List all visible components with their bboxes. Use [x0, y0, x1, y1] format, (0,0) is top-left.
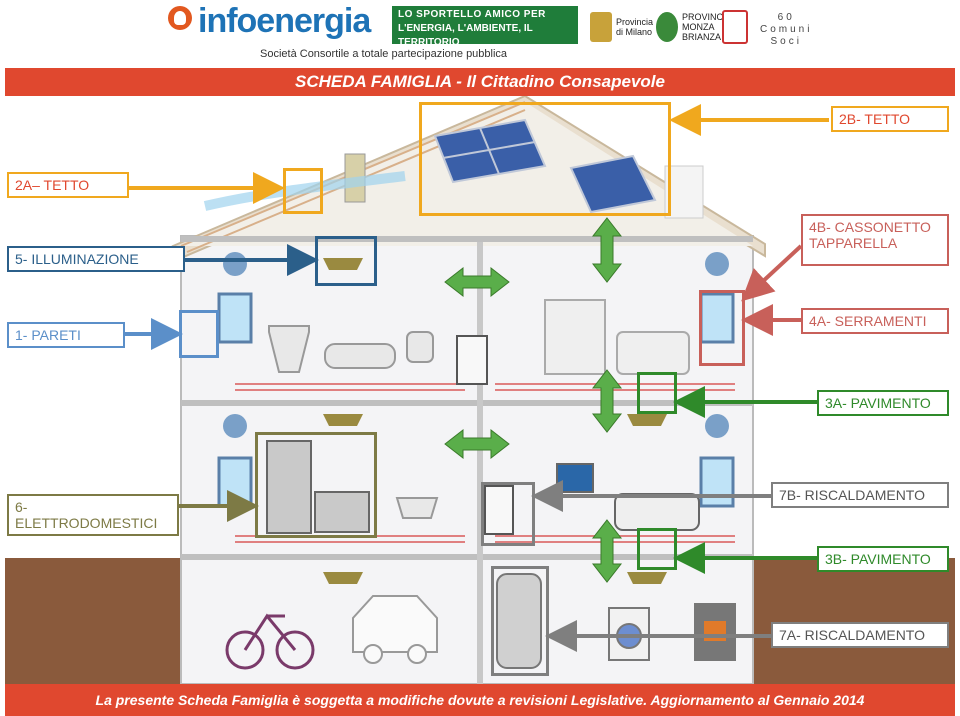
- house-diagram: 2B- TETTO 2A– TETTO 5- ILLUMINAZIONE 4B-…: [5, 96, 955, 684]
- sportello-line1: LO SPORTELLO AMICO PER: [398, 9, 546, 20]
- callout-riscaldamento-7b: 7B- RISCALDAMENTO: [771, 482, 949, 508]
- dishwasher: [314, 491, 370, 533]
- provincia-milano-crest-icon: [590, 12, 612, 42]
- footer-note: La presente Scheda Famiglia è soggetta a…: [5, 684, 955, 716]
- callout-arrows: [125, 104, 829, 652]
- callout-2b-tetto: 2B- TETTO: [831, 106, 949, 132]
- callout-pavimento-3a: 3A- PAVIMENTO: [817, 390, 949, 416]
- highlight-appliances: [255, 432, 377, 538]
- brand-subtitle: Società Consortile a totale partecipazio…: [260, 48, 508, 60]
- car: [352, 595, 438, 664]
- callout-serramenti: 4A- SERRAMENTI: [801, 308, 949, 334]
- regione-crest-icon: [722, 10, 748, 44]
- window-left-upper: [217, 292, 253, 344]
- provincia-milano-logo: Provincia di Milano: [590, 10, 660, 44]
- boiler: [496, 573, 542, 669]
- callout-cassonetto: 4B- CASSONETTO TAPPARELLA: [801, 214, 949, 266]
- regione-logo: [722, 10, 752, 44]
- callout-elettrodomestici: 6- ELETTRODOMESTICI: [7, 494, 179, 536]
- comuni-label: Comuni: [760, 24, 813, 35]
- callout-illuminazione: 5- ILLUMINAZIONE: [7, 246, 185, 272]
- house-illustration: [5, 96, 955, 684]
- callout-pavimento-3b: 3B- PAVIMENTO: [817, 546, 949, 572]
- radiator: [456, 335, 488, 385]
- callout-riscaldamento-7a: 7A- RISCALDAMENTO: [771, 622, 949, 648]
- comuni-soci: 60 Comuni Soci: [760, 12, 812, 48]
- callout-pareti: 1- PARETI: [7, 322, 125, 348]
- pellet-stove: [694, 603, 736, 661]
- fridge: [266, 440, 312, 534]
- comuni-count: 60: [777, 12, 795, 23]
- brand-name: infoenergia: [198, 2, 371, 40]
- infoenergia-logo-icon: [168, 6, 192, 30]
- sportello-banner: LO SPORTELLO AMICO PER L'ENERGIA, L'AMBI…: [392, 6, 578, 48]
- provincia-mb-crest-icon: [656, 12, 678, 42]
- soci-label: Soci: [770, 36, 802, 47]
- provincia-mb-label: PROVINCIA MONZA BRIANZA: [682, 12, 732, 42]
- solar-panels: [433, 118, 657, 214]
- highlight-radiator: [481, 482, 535, 546]
- page-title: SCHEDA FAMIGLIA - Il Cittadino Consapevo…: [5, 68, 955, 96]
- header: infoenergia Società Consortile a totale …: [0, 0, 960, 68]
- sportello-line2: L'ENERGIA, L'AMBIENTE, IL TERRITORIO: [398, 23, 533, 48]
- callout-2a-tetto: 2A– TETTO: [7, 172, 129, 198]
- provincia-mb-logo: PROVINCIA MONZA BRIANZA: [656, 10, 732, 44]
- bicycle: [225, 613, 315, 670]
- provincia-milano-label: Provincia di Milano: [616, 17, 654, 37]
- highlight-solar: [419, 102, 671, 216]
